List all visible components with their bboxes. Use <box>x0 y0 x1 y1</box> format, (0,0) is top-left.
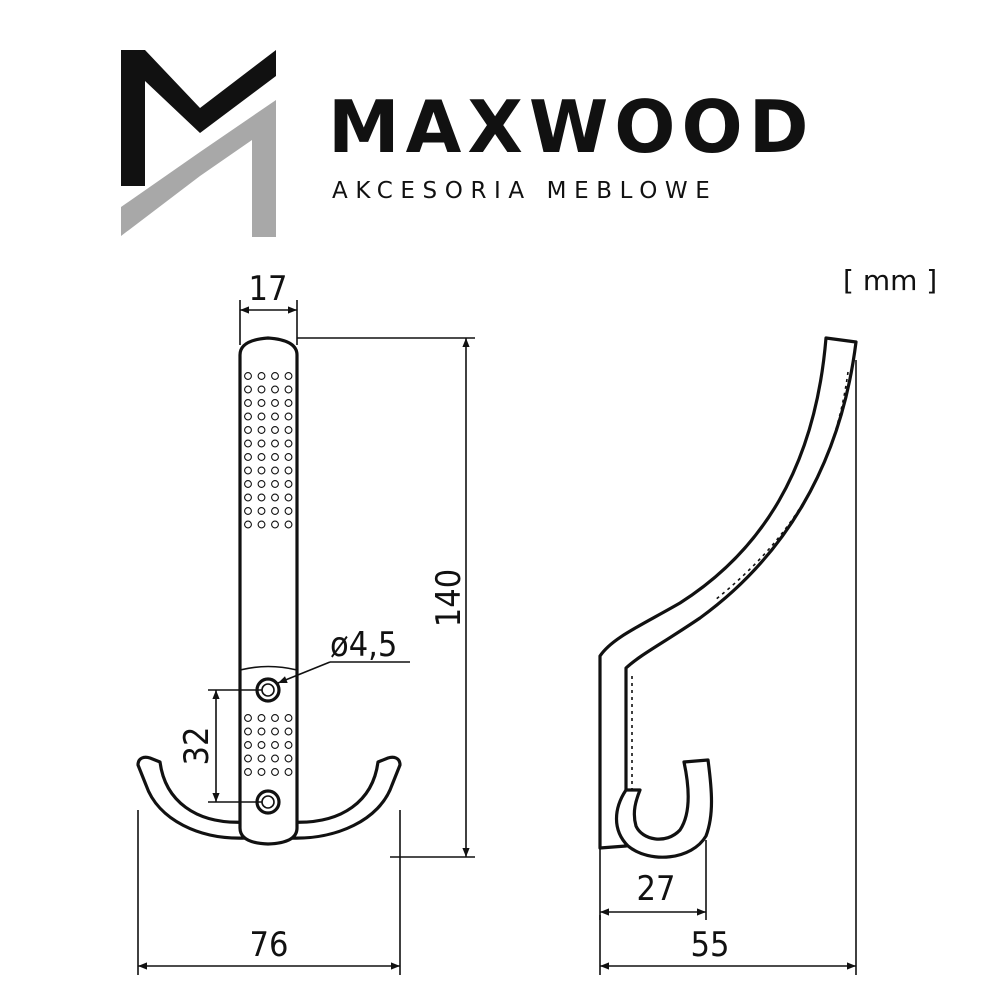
dim-hook-depth-value: 27 <box>637 869 676 909</box>
dimension-hole-diameter <box>277 661 410 684</box>
dim-hole-diameter-value: ø4,5 <box>330 625 397 665</box>
maxwood-logo-mark <box>121 50 276 237</box>
unit-label: [ mm ] <box>843 264 937 297</box>
brand-tagline: AKCESORIA MEBLOWE <box>332 178 717 204</box>
dim-width-total-value: 76 <box>250 925 289 965</box>
dimension-height <box>297 337 475 858</box>
brand-name: MAXWOOD <box>328 85 814 169</box>
dim-depth-total-value: 55 <box>691 925 730 965</box>
dot-texture <box>244 714 293 776</box>
dim-height-value: 140 <box>429 569 469 627</box>
dimension-hole-spacing <box>208 689 262 803</box>
dimension-depth-total <box>599 360 857 975</box>
dimension-width-total <box>137 810 401 975</box>
dim-width-top-value: 17 <box>249 269 288 309</box>
side-view-hook <box>598 336 858 859</box>
dimension-hook-depth <box>599 840 707 920</box>
dim-hole-spacing-value: 32 <box>177 727 217 766</box>
front-view-hook <box>136 336 402 846</box>
dot-texture <box>244 372 293 529</box>
